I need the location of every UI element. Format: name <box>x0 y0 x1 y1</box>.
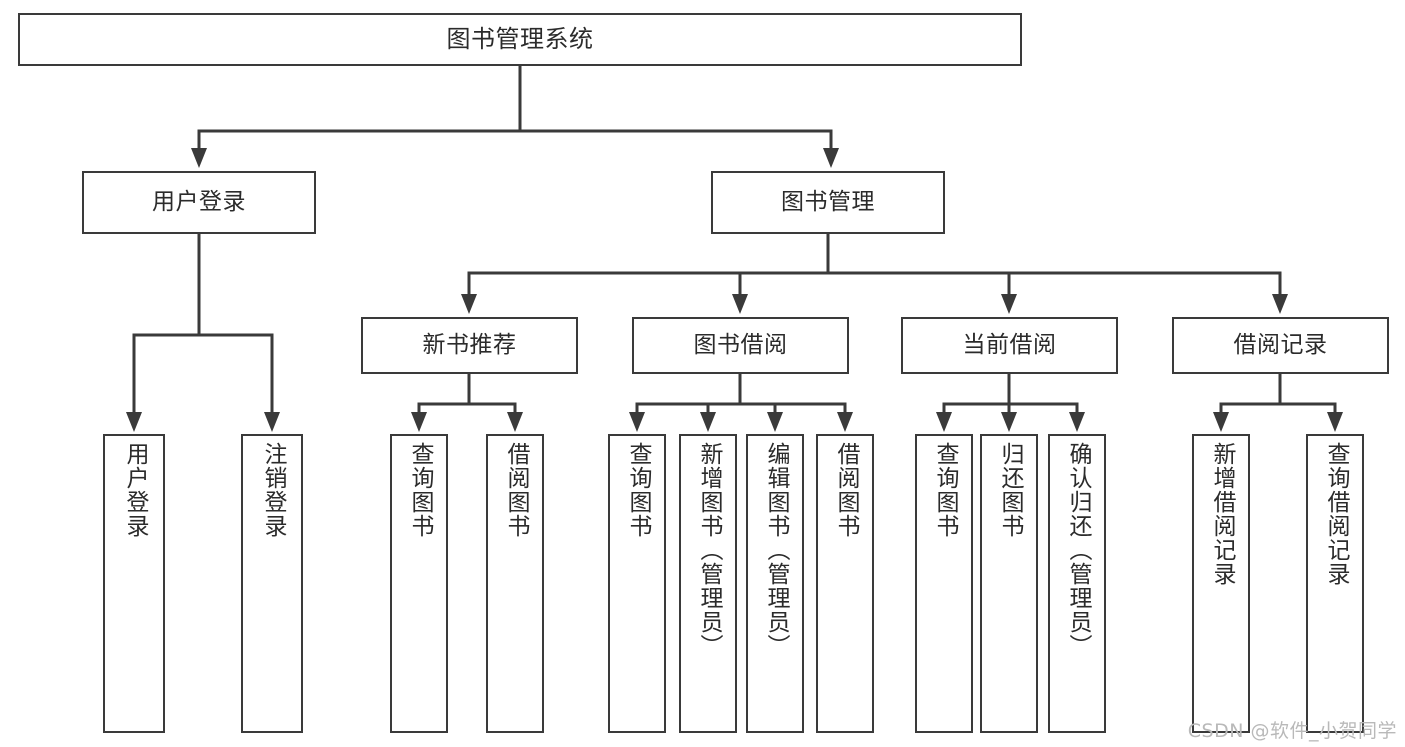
node-leaf-query-book-current[interactable]: 查询图书 <box>915 434 973 733</box>
node-label-leaf-borrow-book-rec: 借阅图书 <box>502 442 529 538</box>
node-leaf-query-borrow-record[interactable]: 查询借阅记录 <box>1306 434 1364 733</box>
node-leaf-edit-book[interactable]: 编辑图书（管理员） <box>746 434 804 733</box>
node-leaf-add-book[interactable]: 新增图书（管理员） <box>679 434 737 733</box>
node-label-leaf-query-book-rec: 查询图书 <box>406 442 433 538</box>
node-label-leaf-borrow-book: 借阅图书 <box>832 442 859 538</box>
node-leaf-query-book-rec[interactable]: 查询图书 <box>390 434 448 733</box>
node-label-current-borrow: 当前借阅 <box>962 331 1057 358</box>
arrow-to-new-book-recommend <box>461 294 477 314</box>
node-leaf-add-borrow-record[interactable]: 新增借阅记录 <box>1192 434 1250 733</box>
node-leaf-query-book-borrow[interactable]: 查询图书 <box>608 434 666 733</box>
arrow-to-leaf-confirm-return <box>1069 412 1085 432</box>
arrow-to-leaf-borrow-book-rec <box>507 412 523 432</box>
node-label-book-manage: 图书管理 <box>781 188 875 215</box>
arrow-to-leaf-query-borrow-record <box>1327 412 1343 432</box>
arrow-to-user-login <box>191 148 207 168</box>
arrow-to-leaf-query-book-borrow <box>629 412 645 432</box>
arrow-to-leaf-user-login <box>126 412 142 432</box>
node-root[interactable]: 图书管理系统 <box>18 13 1022 66</box>
node-label-borrow-record: 借阅记录 <box>1233 331 1328 358</box>
node-book-borrow[interactable]: 图书借阅 <box>632 317 849 374</box>
node-borrow-record[interactable]: 借阅记录 <box>1172 317 1389 374</box>
node-label-user-login: 用户登录 <box>152 188 246 215</box>
arrow-to-leaf-edit-book <box>767 412 783 432</box>
arrow-to-current-borrow <box>1001 294 1017 314</box>
arrow-to-leaf-query-book-current <box>936 412 952 432</box>
node-new-book-recommend[interactable]: 新书推荐 <box>361 317 578 374</box>
node-label-leaf-query-book-current: 查询图书 <box>931 442 958 538</box>
arrow-to-leaf-add-book <box>700 412 716 432</box>
arrow-to-leaf-logout-login <box>264 412 280 432</box>
arrow-to-leaf-query-book-rec <box>411 412 427 432</box>
node-label-leaf-edit-book: 编辑图书（管理员） <box>762 442 789 658</box>
arrow-to-book-manage <box>823 148 839 168</box>
arrow-to-leaf-return-book <box>1001 412 1017 432</box>
node-leaf-logout-login[interactable]: 注销登录 <box>241 434 303 733</box>
arrow-to-book-borrow <box>732 294 748 314</box>
node-leaf-return-book[interactable]: 归还图书 <box>980 434 1038 733</box>
node-label-new-book-recommend: 新书推荐 <box>422 331 517 358</box>
arrow-to-borrow-record <box>1272 294 1288 314</box>
node-label-leaf-confirm-return: 确认归还（管理员） <box>1064 442 1091 658</box>
node-label-leaf-query-borrow-record: 查询借阅记录 <box>1322 442 1349 586</box>
node-label-leaf-return-book: 归还图书 <box>996 442 1023 538</box>
node-leaf-confirm-return[interactable]: 确认归还（管理员） <box>1048 434 1106 733</box>
node-label-leaf-add-borrow-record: 新增借阅记录 <box>1208 442 1235 586</box>
node-user-login[interactable]: 用户登录 <box>82 171 316 234</box>
node-book-manage[interactable]: 图书管理 <box>711 171 945 234</box>
node-label-book-borrow: 图书借阅 <box>693 331 788 358</box>
node-label-leaf-query-book-borrow: 查询图书 <box>624 442 651 538</box>
node-leaf-borrow-book-rec[interactable]: 借阅图书 <box>486 434 544 733</box>
node-label-root: 图书管理系统 <box>446 25 594 54</box>
node-label-leaf-logout-login: 注销登录 <box>259 442 286 538</box>
node-label-leaf-user-login: 用户登录 <box>121 442 148 538</box>
arrow-to-leaf-add-borrow-record <box>1213 412 1229 432</box>
node-leaf-user-login[interactable]: 用户登录 <box>103 434 165 733</box>
node-label-leaf-add-book: 新增图书（管理员） <box>695 442 722 658</box>
node-leaf-borrow-book[interactable]: 借阅图书 <box>816 434 874 733</box>
node-current-borrow[interactable]: 当前借阅 <box>901 317 1118 374</box>
arrow-to-leaf-borrow-book <box>837 412 853 432</box>
